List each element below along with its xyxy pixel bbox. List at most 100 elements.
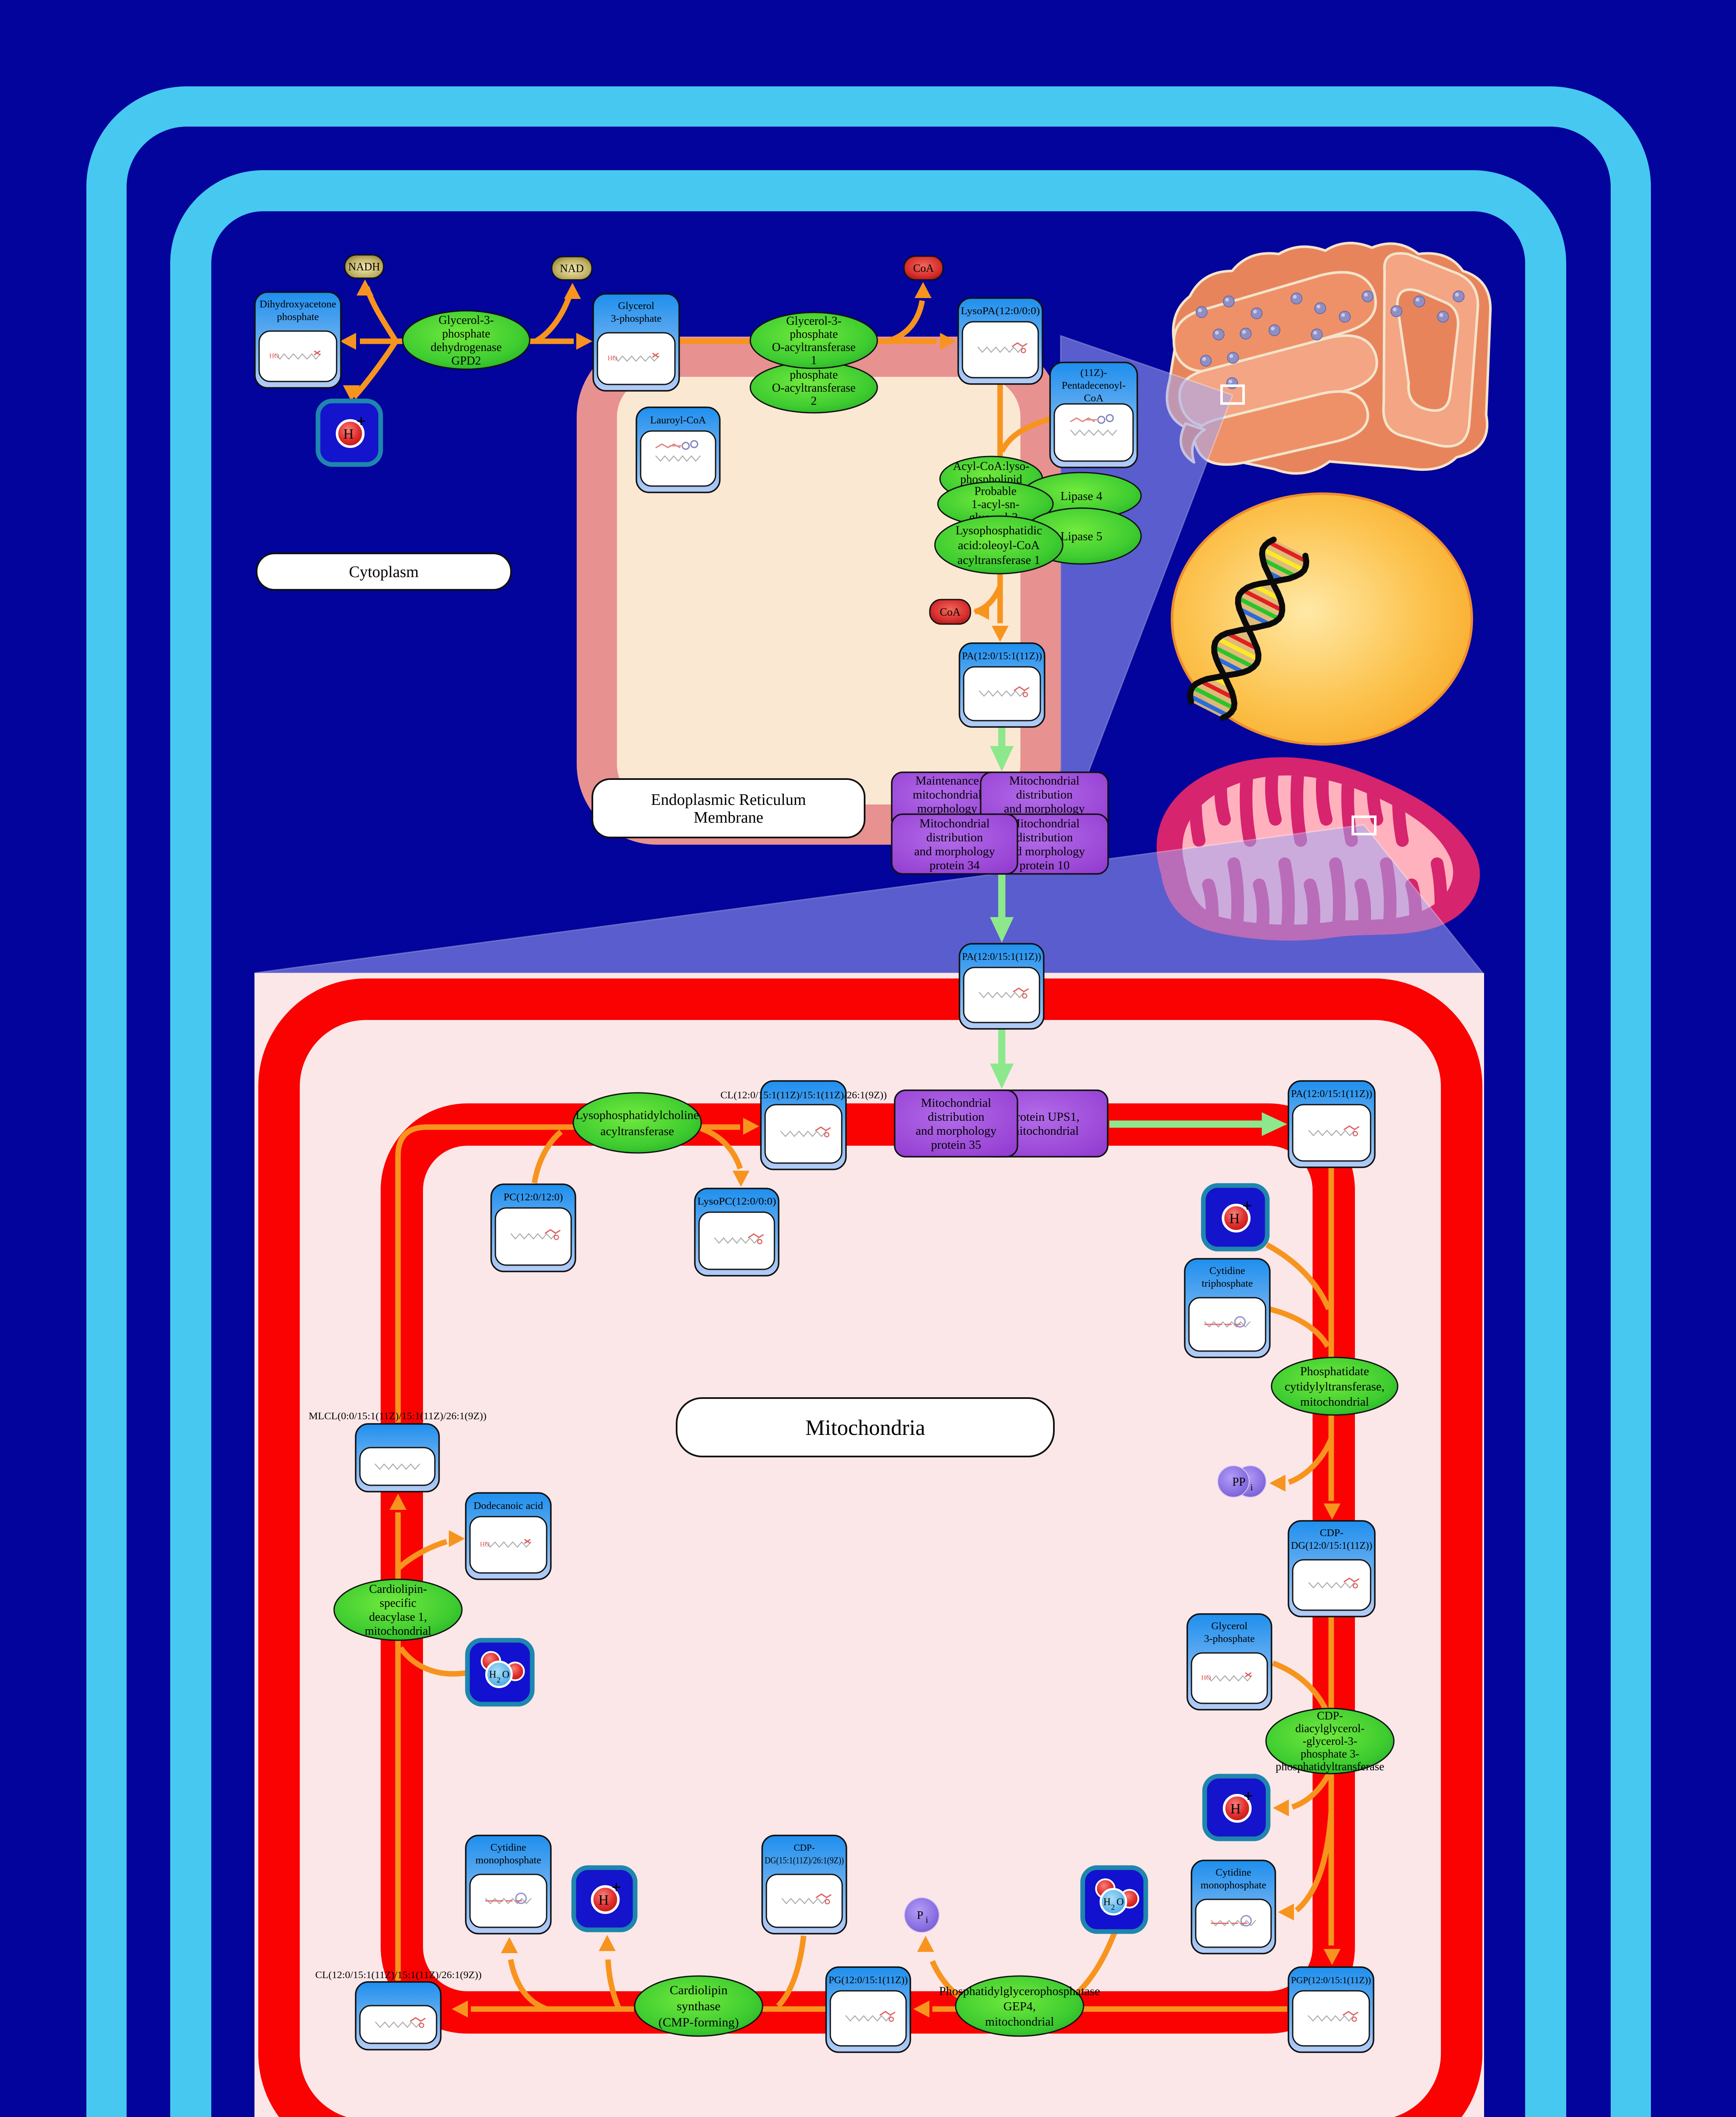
svg-text:mitochondrial: mitochondrial (913, 788, 982, 801)
svg-text:Glycerol-3-: Glycerol-3- (439, 314, 494, 327)
svg-text:Mitochondrial: Mitochondrial (1009, 817, 1080, 830)
svg-text:Mitochondrial: Mitochondrial (921, 1096, 991, 1110)
svg-text:Lysophosphatidylcholine: Lysophosphatidylcholine (575, 1108, 699, 1122)
svg-text:H: H (1103, 1897, 1111, 1908)
svg-text:triphosphate: triphosphate (1202, 1278, 1253, 1289)
svg-text:Lysophosphatidic: Lysophosphatidic (956, 524, 1042, 537)
svg-text:phosphatidyltransferase: phosphatidyltransferase (1276, 1760, 1384, 1773)
svg-text:-glycerol-3-: -glycerol-3- (1303, 1735, 1357, 1747)
svg-text:Endoplasmic Reticulum: Endoplasmic Reticulum (651, 791, 806, 809)
svg-text:mitochondrial: mitochondrial (365, 1625, 431, 1638)
svg-text:CL(12:0/15:1(11Z)/15:1(11Z)/26: CL(12:0/15:1(11Z)/15:1(11Z)/26:1(9Z)) (721, 1090, 887, 1100)
svg-text:PG(12:0/15:1(11Z)): PG(12:0/15:1(11Z)) (829, 1975, 908, 1985)
svg-text:Protein UPS1,: Protein UPS1, (1009, 1110, 1080, 1124)
svg-text:monophosphate: monophosphate (475, 1854, 541, 1866)
svg-text:acyltransferase: acyltransferase (600, 1125, 674, 1138)
svg-text:mitochondrial: mitochondrial (985, 2015, 1054, 2029)
svg-text:Pentadecenoyl-: Pentadecenoyl- (1062, 380, 1125, 391)
svg-text:PP: PP (1232, 1476, 1245, 1489)
svg-text:phosphate: phosphate (790, 328, 838, 341)
svg-text:synthase: synthase (677, 1999, 720, 2013)
svg-text:Dihydroxyacetone: Dihydroxyacetone (260, 298, 336, 310)
svg-text:CDP-: CDP- (793, 1842, 815, 1853)
svg-text:monophosphate: monophosphate (1200, 1879, 1266, 1891)
svg-text:dehydrogenase: dehydrogenase (431, 341, 502, 354)
svg-text:CoA: CoA (940, 606, 960, 618)
svg-text:H: H (1229, 1211, 1240, 1227)
svg-text:acid:oleoyl-CoA: acid:oleoyl-CoA (958, 539, 1039, 552)
svg-text:P: P (917, 1909, 923, 1921)
svg-text:phosphate: phosphate (277, 311, 319, 323)
svg-text:CDP-: CDP- (1320, 1527, 1343, 1539)
svg-text:protein 10: protein 10 (1020, 859, 1070, 872)
svg-text:HO: HO (1201, 1675, 1211, 1682)
svg-text:Cytidine: Cytidine (1216, 1867, 1252, 1878)
svg-text:PA(12:0/15:1(11Z)): PA(12:0/15:1(11Z)) (962, 650, 1042, 662)
svg-text:O-acyltransferase: O-acyltransferase (772, 381, 855, 395)
svg-text:Cytidine: Cytidine (1209, 1265, 1245, 1277)
svg-text:+: + (357, 412, 366, 431)
svg-text:Mitochondrial: Mitochondrial (1009, 774, 1080, 788)
svg-text:phosphate: phosphate (442, 327, 490, 340)
svg-text:(11Z)-: (11Z)- (1080, 367, 1107, 379)
svg-text:+: + (611, 1878, 621, 1897)
svg-text:Glycerol: Glycerol (618, 300, 655, 312)
svg-text:CoA: CoA (1084, 392, 1104, 404)
svg-text:2: 2 (811, 395, 817, 408)
svg-text:(CMP-forming): (CMP-forming) (658, 2015, 739, 2029)
svg-text:mitochondrial: mitochondrial (1010, 1124, 1079, 1138)
svg-text:H: H (1230, 1801, 1241, 1817)
svg-text:Cardiolipin-: Cardiolipin- (369, 1583, 427, 1596)
svg-text:Lipase 5: Lipase 5 (1060, 530, 1102, 543)
svg-text:Mitochondria: Mitochondria (805, 1416, 925, 1440)
svg-text:Phosphatidylglycerophosphatase: Phosphatidylglycerophosphatase (939, 1984, 1100, 1998)
svg-text:O: O (1117, 1897, 1124, 1908)
svg-text:Lauroyl-CoA: Lauroyl-CoA (650, 415, 706, 426)
svg-text:Dodecanoic acid: Dodecanoic acid (474, 1500, 543, 1512)
svg-text:NAD: NAD (560, 262, 583, 274)
svg-text:LysoPA(12:0/0:0): LysoPA(12:0/0:0) (961, 305, 1040, 317)
svg-text:NADH: NADH (348, 260, 380, 273)
svg-text:Glycerol: Glycerol (1211, 1620, 1248, 1632)
svg-text:2: 2 (497, 1676, 500, 1684)
svg-text:DG(15:1(11Z)/26:1(9Z)): DG(15:1(11Z)/26:1(9Z)) (765, 1855, 844, 1866)
svg-text:morphology: morphology (917, 802, 977, 815)
svg-text:Lipase 4: Lipase 4 (1060, 489, 1103, 503)
svg-text:distribution: distribution (1016, 831, 1073, 844)
svg-text:Phosphatidate: Phosphatidate (1300, 1365, 1369, 1378)
svg-text:distribution: distribution (928, 1110, 984, 1124)
svg-text:Membrane: Membrane (694, 809, 763, 826)
svg-text:HO: HO (269, 353, 279, 360)
svg-text:phosphate: phosphate (790, 368, 838, 381)
svg-text:phosphate 3-: phosphate 3- (1301, 1747, 1360, 1760)
svg-text:DG(12:0/15:1(11Z)): DG(12:0/15:1(11Z)) (1291, 1540, 1372, 1551)
svg-text:Cytidine: Cytidine (490, 1842, 526, 1853)
svg-text:HO: HO (480, 1541, 489, 1548)
svg-text:LysoPC(12:0/0:0): LysoPC(12:0/0:0) (697, 1196, 776, 1207)
svg-text:Glycerol-3-: Glycerol-3- (786, 315, 842, 328)
svg-text:GEP4,: GEP4, (1003, 2000, 1036, 2013)
svg-text:Maintenance: Maintenance (915, 774, 979, 788)
svg-text:and morphology: and morphology (914, 845, 995, 858)
svg-text:+: + (1244, 1786, 1253, 1805)
svg-text:3-phosphate: 3-phosphate (1204, 1633, 1255, 1644)
svg-text:CoA: CoA (913, 262, 934, 274)
svg-text:PGP(12:0/15:1(11Z)): PGP(12:0/15:1(11Z)) (1291, 1975, 1371, 1985)
svg-text:1-acyl-sn-: 1-acyl-sn- (971, 498, 1020, 511)
svg-text:Cytoplasm: Cytoplasm (349, 563, 419, 581)
svg-text:O-acyltransferase: O-acyltransferase (772, 341, 855, 354)
svg-text:CL(12:0/15:1(11Z)/15:1(11Z)/26: CL(12:0/15:1(11Z)/15:1(11Z)/26:1(9Z)) (315, 1970, 482, 1980)
svg-text:protein 35: protein 35 (931, 1138, 981, 1152)
svg-text:PC(12:0/12:0): PC(12:0/12:0) (503, 1191, 563, 1203)
svg-text:H: H (489, 1669, 496, 1680)
svg-text:and morphology: and morphology (1004, 802, 1085, 815)
svg-text:and morphology: and morphology (916, 1124, 997, 1138)
svg-text:Acyl-CoA:lyso-: Acyl-CoA:lyso- (953, 460, 1029, 473)
svg-text:H: H (598, 1893, 609, 1908)
svg-text:MLCL(0:0/15:1(11Z)/15:1(11Z)/2: MLCL(0:0/15:1(11Z)/15:1(11Z)/26:1(9Z)) (309, 1411, 487, 1421)
svg-text:PA(12:0/15:1(11Z)): PA(12:0/15:1(11Z)) (1291, 1088, 1372, 1100)
svg-text:Mitochondrial: Mitochondrial (920, 817, 990, 830)
svg-text:+: + (1242, 1196, 1252, 1215)
svg-text:protein 34: protein 34 (929, 859, 980, 872)
svg-text:cytidylyltransferase,: cytidylyltransferase, (1285, 1380, 1385, 1393)
